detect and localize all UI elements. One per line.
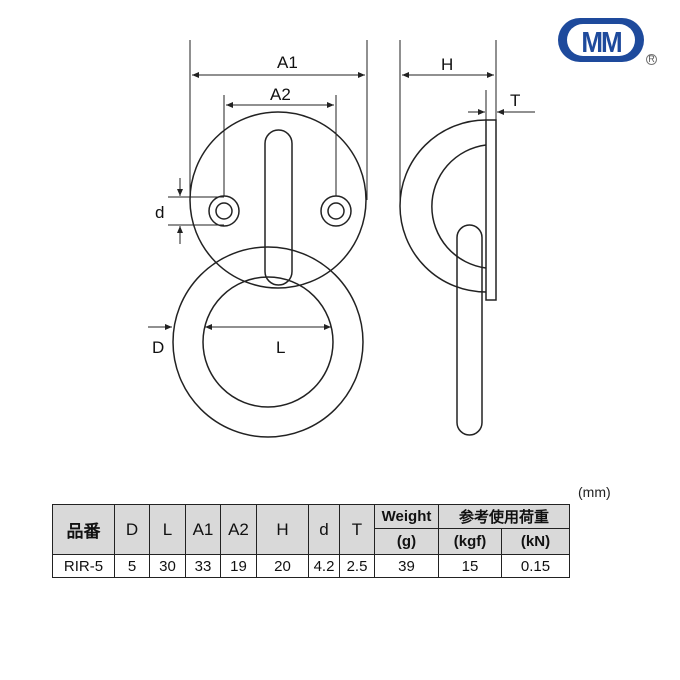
label-l: L [276,338,285,357]
brand-logo: MM [558,18,644,62]
label-h: H [441,55,453,74]
front-view [172,111,367,438]
dimension-lines [148,40,535,330]
unit-label: (mm) [578,484,611,500]
label-t: T [510,91,520,110]
technical-drawing: A1 A2 H T d D L [148,40,535,438]
label-a2: A2 [270,85,291,104]
registered-mark: R [646,54,657,65]
side-view [399,119,497,436]
label-d-small: d [155,203,164,222]
label-d: D [152,338,164,357]
label-a1: A1 [277,53,298,72]
spec-table: 品番 D L A1 A2 H d T Weight 参考使用荷重 (g) (kg… [52,504,570,578]
table-row: RIR-5 5 30 33 19 20 4.2 2.5 39 15 0.15 [52,554,570,578]
